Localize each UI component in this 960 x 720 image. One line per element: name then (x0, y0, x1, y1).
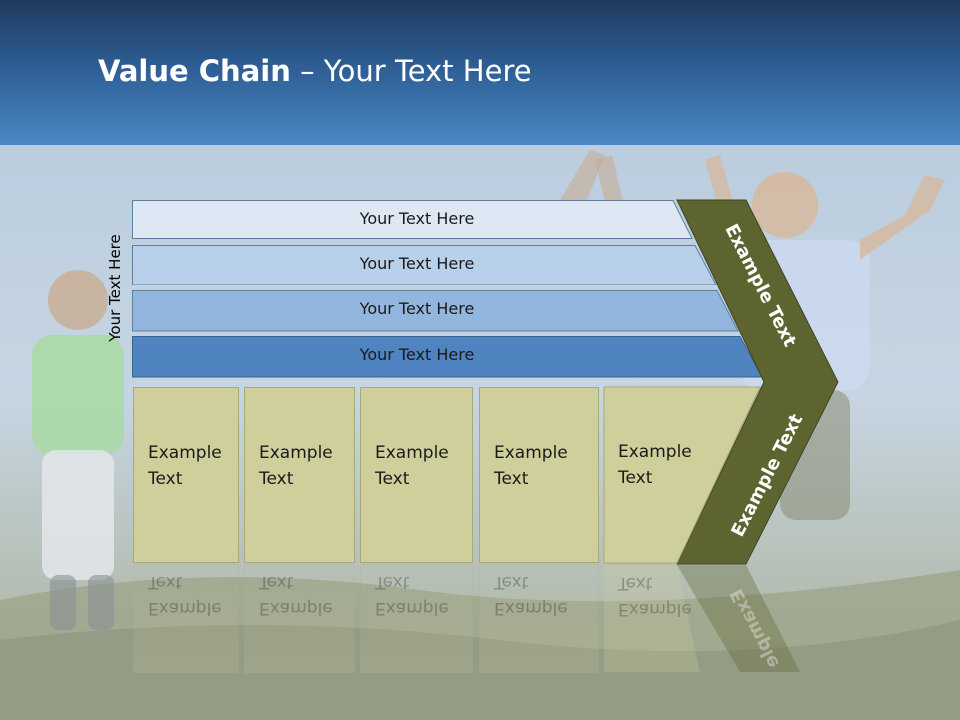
activity-box-1: Example Text (133, 387, 239, 563)
reflection-text: Text (148, 572, 183, 592)
activity-box-4: Example Text (479, 387, 599, 563)
bar-label: Your Text Here (359, 209, 475, 228)
box-text-line2: Text (618, 468, 653, 488)
box-reflection: Example Text (133, 564, 239, 674)
bar-shape (132, 200, 693, 239)
bar-shape (132, 245, 717, 285)
box-text-line1: Example (618, 442, 692, 462)
reflection-text: Text (494, 572, 529, 592)
slide-title: Value Chain – Your Text Here (98, 54, 532, 88)
reflection-text: Example (375, 598, 449, 618)
reflection-text: Example (148, 598, 222, 618)
bar-shape (132, 290, 739, 332)
reflection-text: Example (618, 599, 692, 619)
title-bar (0, 0, 960, 145)
title-rest: – Your Text Here (290, 54, 532, 88)
bar-label: Your Text Here (359, 345, 475, 364)
reflection-text: Example (259, 598, 333, 618)
box-reflection: Example Text (360, 564, 473, 674)
bar-label: Your Text Here (359, 299, 475, 318)
box-text-line1: Example (375, 443, 449, 463)
box-text-line1: Example (259, 443, 333, 463)
box-text-line2: Text (494, 469, 529, 489)
reflection-text: Example (494, 598, 568, 618)
activity-box-2: Example Text (244, 387, 355, 563)
title-bold: Value Chain (98, 54, 291, 88)
reflection-text: Text (259, 572, 294, 592)
reflection-text: Text (375, 572, 410, 592)
reflection-text: Text (618, 573, 653, 593)
box-text-line2: Text (259, 469, 294, 489)
box-text-line2: Text (148, 469, 183, 489)
box-text-line2: Text (375, 469, 410, 489)
activity-box-5: Example Text (604, 387, 704, 563)
activity-box-3: Example Text (360, 387, 473, 563)
box-reflection: Example Text (479, 564, 599, 674)
box-reflection: Example Text (604, 564, 700, 674)
bar-label: Your Text Here (359, 254, 475, 273)
box-reflection: Example Text (244, 564, 355, 674)
box-text-line1: Example (148, 443, 222, 463)
box-text-line1: Example (494, 443, 568, 463)
